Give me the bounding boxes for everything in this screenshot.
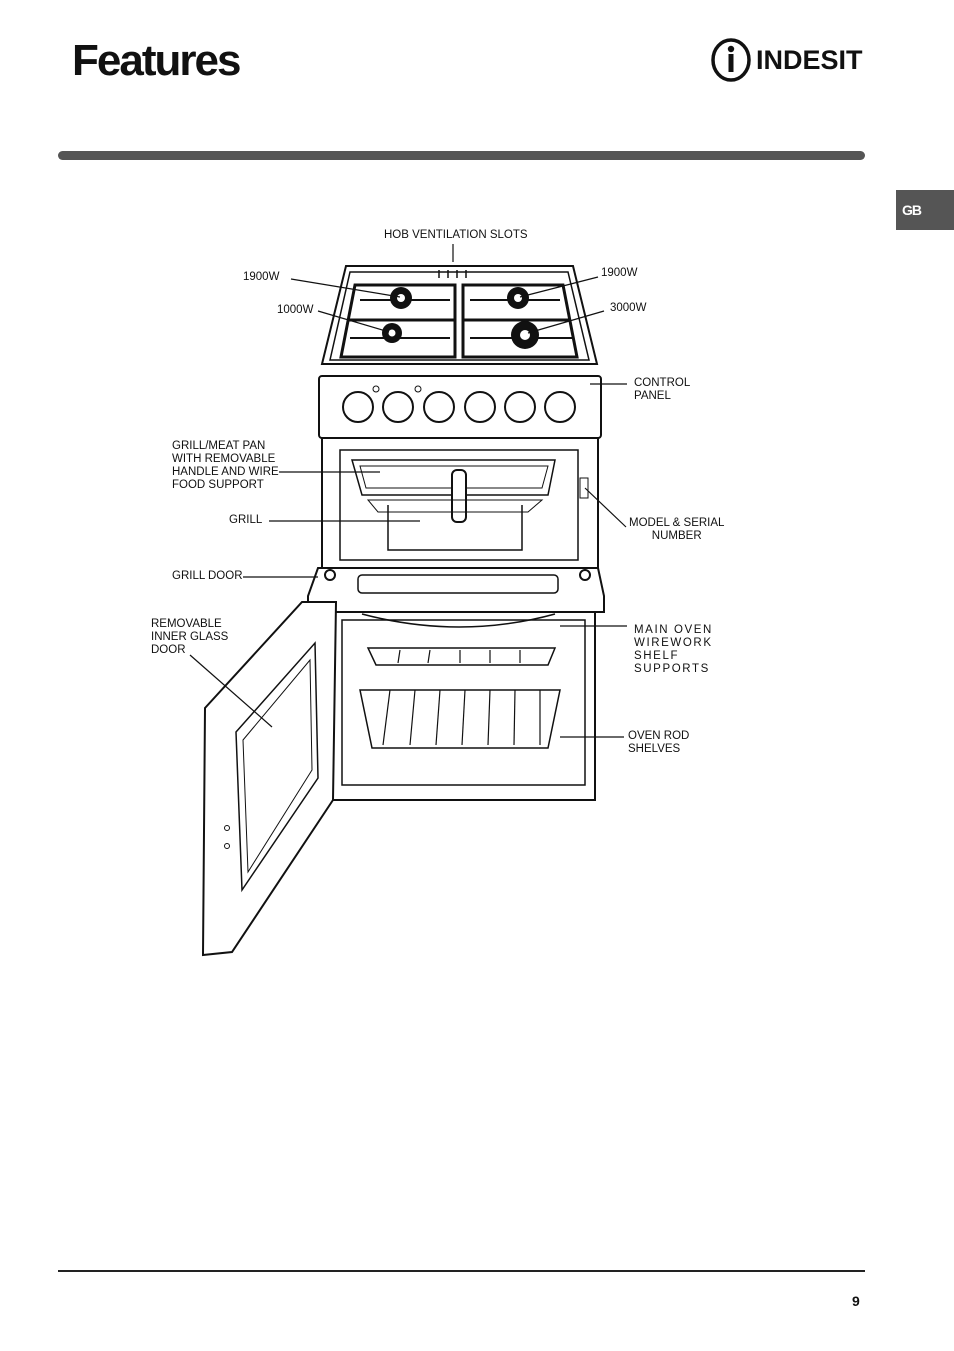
- language-tab[interactable]: GB: [896, 190, 954, 230]
- label-removable-inner-glass-door: REMOVABLE INNER GLASS DOOR: [151, 618, 229, 656]
- hob-inner: [329, 271, 590, 361]
- brand-name: INDESIT: [756, 45, 863, 75]
- grill-element: [387, 505, 523, 551]
- top-fan-guard: [361, 613, 556, 628]
- header-rule: [58, 151, 865, 160]
- label-grill: GRILL: [229, 514, 263, 526]
- label-grill-meat-pan: GRILL/MEAT PAN WITH REMOVABLE HANDLE AND…: [172, 440, 279, 491]
- label-grill-door: GRILL DOOR: [172, 570, 243, 582]
- label-control-panel: CONTROL PANEL: [634, 377, 691, 402]
- label-burner-back-left: 1900W: [243, 271, 280, 283]
- footer-rule: [58, 1270, 865, 1272]
- indesit-logo: INDESIT: [710, 38, 870, 82]
- label-main-oven-shelf-supports: MAIN OVEN WIREWORK SHELF SUPPORTS: [634, 624, 713, 675]
- control-knob-4: [464, 391, 496, 423]
- pan-support-left: [339, 283, 457, 359]
- grill-pan: [351, 459, 556, 496]
- grill-pan-handle: [451, 469, 467, 523]
- label-burner-back-right: 1900W: [601, 267, 638, 279]
- label-oven-rod-shelves: OVEN ROD SHELVES: [628, 730, 690, 755]
- hob-top: [320, 265, 599, 365]
- main-oven-door: [201, 601, 338, 957]
- control-knob-3: [423, 391, 455, 423]
- label-burner-front-right: 3000W: [610, 302, 647, 314]
- label-burner-front-left: 1000W: [277, 304, 314, 316]
- label-model-serial: MODEL & SERIAL NUMBER: [629, 517, 725, 542]
- control-knob-6: [544, 391, 576, 423]
- oven-shelf-lower: [359, 689, 561, 749]
- control-knob-2: [382, 391, 414, 423]
- grill-door: [307, 567, 605, 613]
- label-hob-ventilation-slots: HOB VENTILATION SLOTS: [384, 229, 528, 241]
- indesit-logo-icon: [711, 38, 751, 82]
- rating-plate: [579, 477, 589, 499]
- pan-support-right: [461, 283, 579, 359]
- page-number: 9: [852, 1293, 860, 1309]
- cooker-diagram: [189, 244, 627, 957]
- control-knob-1: [342, 391, 374, 423]
- page-title: Features: [72, 36, 241, 85]
- control-knob-5: [504, 391, 536, 423]
- oven-shelf-upper: [366, 647, 557, 666]
- inner-glass-door: [235, 641, 319, 893]
- control-panel: [318, 375, 602, 439]
